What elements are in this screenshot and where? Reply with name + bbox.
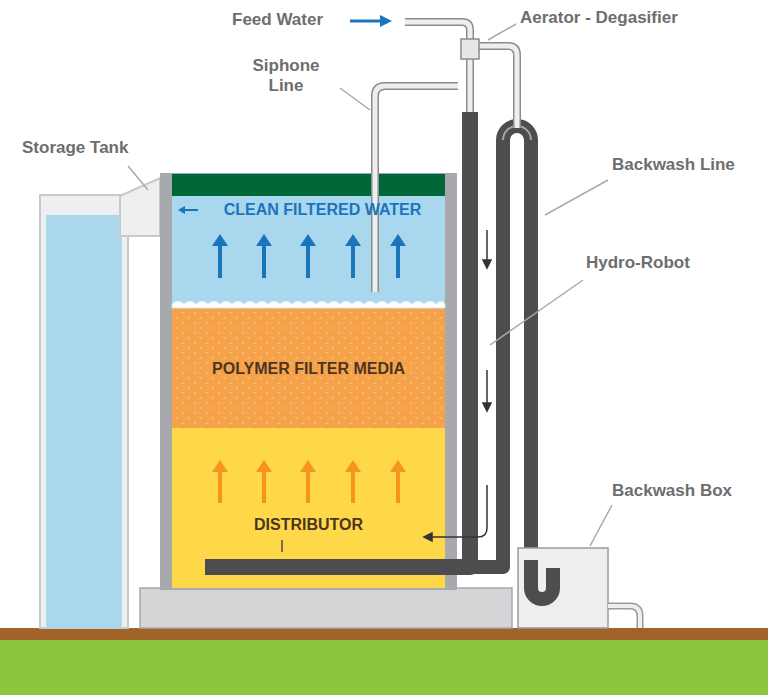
flow-arrowhead [256,460,272,472]
flow-arrow [351,468,355,503]
clean-water-zone [172,196,445,308]
stored-water [46,215,122,628]
band-label: CLEAN FILTERED WATER [224,201,422,219]
flow-arrow [262,242,266,278]
tank-lid [172,174,445,196]
grass [0,640,768,695]
band-label: POLYMER FILTER MEDIA [212,360,405,378]
clean-water-band: CLEAN FILTERED WATER [172,196,445,226]
storage-tank [40,195,128,628]
aerator-body [461,39,479,59]
flow-arrow [396,242,400,278]
flow-arrow [218,468,222,503]
feed-arrow [350,20,382,23]
flow-arrowhead [390,234,406,246]
leader-lines [128,24,612,546]
flow-arrowhead [345,234,361,246]
pipe-flow-arrows [424,230,491,541]
screen-wave [172,301,445,308]
flow-arrowhead [300,460,316,472]
media-zone [172,308,445,428]
flow-arrowhead [300,234,316,246]
flow-arrow [306,242,310,278]
distributor-tick [281,540,283,552]
base-slab [140,588,512,628]
media-band: POLYMER FILTER MEDIA [172,312,445,428]
outflow-arrow [183,209,198,211]
flow-arrowhead [256,234,272,246]
part-label: Storage Tank [22,138,128,158]
flow-arrow [351,242,355,278]
hydro-robot-pipe [205,112,470,567]
part-label: Siphone Line [236,56,336,97]
part-label: Backwash Box [612,481,732,501]
part-label: Backwash Line [612,155,735,175]
aerator-outlet [476,46,517,128]
backwash-line-pipe [470,126,553,599]
part-label: Hydro-Robot [586,253,690,273]
distributor-band: DISTRIBUTOR [172,428,445,538]
flow-arrow [218,242,222,278]
drain-pipe [608,606,640,628]
backwash-box [518,548,608,628]
part-label: Feed Water [232,10,323,30]
siphon-line [375,86,458,292]
flow-arrowhead [212,234,228,246]
soil [0,628,768,640]
band-label: DISTRIBUTOR [254,516,363,534]
flow-arrowhead [212,460,228,472]
flow-arrowhead [345,460,361,472]
flow-arrow [306,468,310,503]
tank-wall [160,173,457,590]
part-label: Aerator - Degasifier [520,8,678,28]
flow-arrowhead [390,460,406,472]
flow-arrow [396,468,400,503]
feed-pipe [405,22,470,112]
flow-arrow [262,468,266,503]
media-texture [172,308,445,428]
overflow-channel [120,178,160,236]
